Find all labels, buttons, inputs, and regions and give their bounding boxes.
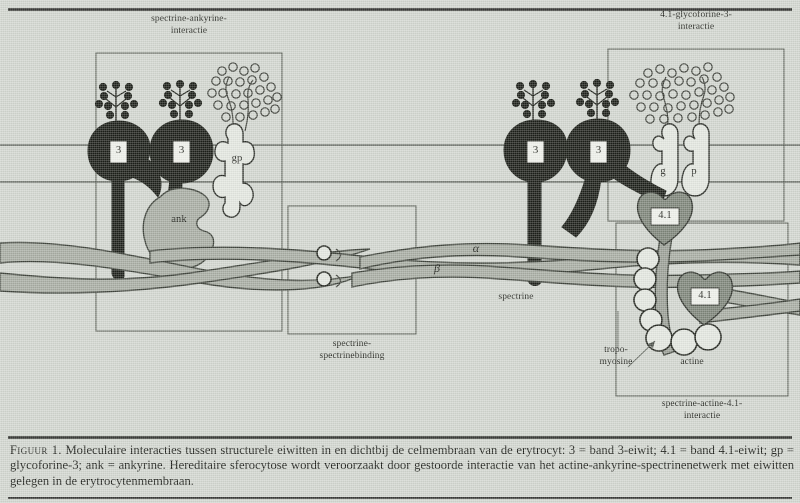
label-spectrin-beta: β — [433, 261, 441, 275]
annotation-spectrin-ankyrin: spectrine-ankyrine- interactie — [151, 14, 227, 36]
band3-right-a-glycan — [511, 79, 556, 120]
figure-artwork: .bx{fill:none;stroke:#5d625a;stroke-widt… — [0, 10, 800, 435]
annotation-glycophorin-41: 4.1-glycoforine-3- interactie — [660, 10, 732, 32]
glycophorin-left — [207, 62, 282, 218]
label-spectrin: spectrine — [498, 292, 534, 302]
label-ankyrin: ank — [171, 214, 187, 225]
annotation-spectrin-actin-41: spectrine-actine-4.1- interactie — [661, 399, 743, 421]
label-band3-left-b: 3 — [178, 144, 185, 156]
figure-number: Figuur 1. — [10, 443, 62, 457]
label-band3-right-a: 3 — [532, 144, 539, 156]
figure-caption: Figuur 1. Moleculaire interacties tussen… — [10, 443, 794, 489]
figure-caption-text: Moleculaire interacties tussen structure… — [10, 443, 795, 488]
band3-label-plaques — [109, 140, 720, 306]
label-band3-right-b: 3 — [595, 144, 602, 156]
caption-top-rule — [8, 436, 792, 439]
label-band41-upper: 4.1 — [658, 210, 672, 221]
tropomyosin-leader — [617, 311, 656, 368]
glycophorin-right — [629, 62, 735, 197]
band3-right-b-glycan — [575, 78, 620, 119]
label-band41-lower: 4.1 — [698, 290, 712, 301]
glycan-circles-right — [629, 62, 735, 124]
label-spectrin-alpha: α — [472, 241, 480, 255]
callout-box-spectrin-ankyrin — [95, 52, 283, 332]
diagram-svg: .bx{fill:none;stroke:#5d625a;stroke-widt… — [0, 48, 800, 397]
label-actin: actine — [680, 357, 704, 367]
label-glycophorin-left: gp — [231, 153, 243, 164]
bottom-rule — [8, 497, 792, 499]
top-rule — [8, 8, 792, 11]
annotation-spectrin-spectrin: spectrine- spectrinebinding — [319, 339, 385, 361]
label-glycophorin-right-g: g — [660, 166, 666, 177]
label-tropomyosin: tropo- myosine — [599, 345, 633, 367]
band3-left-b-glycan — [158, 79, 203, 120]
spectrin-spectrin-binding — [316, 245, 342, 288]
band3-left-a-glycan — [94, 80, 139, 121]
glycan-circles-left — [207, 62, 282, 122]
label-glycophorin-right-p: p — [691, 166, 697, 177]
label-band3-left-a: 3 — [115, 144, 122, 156]
